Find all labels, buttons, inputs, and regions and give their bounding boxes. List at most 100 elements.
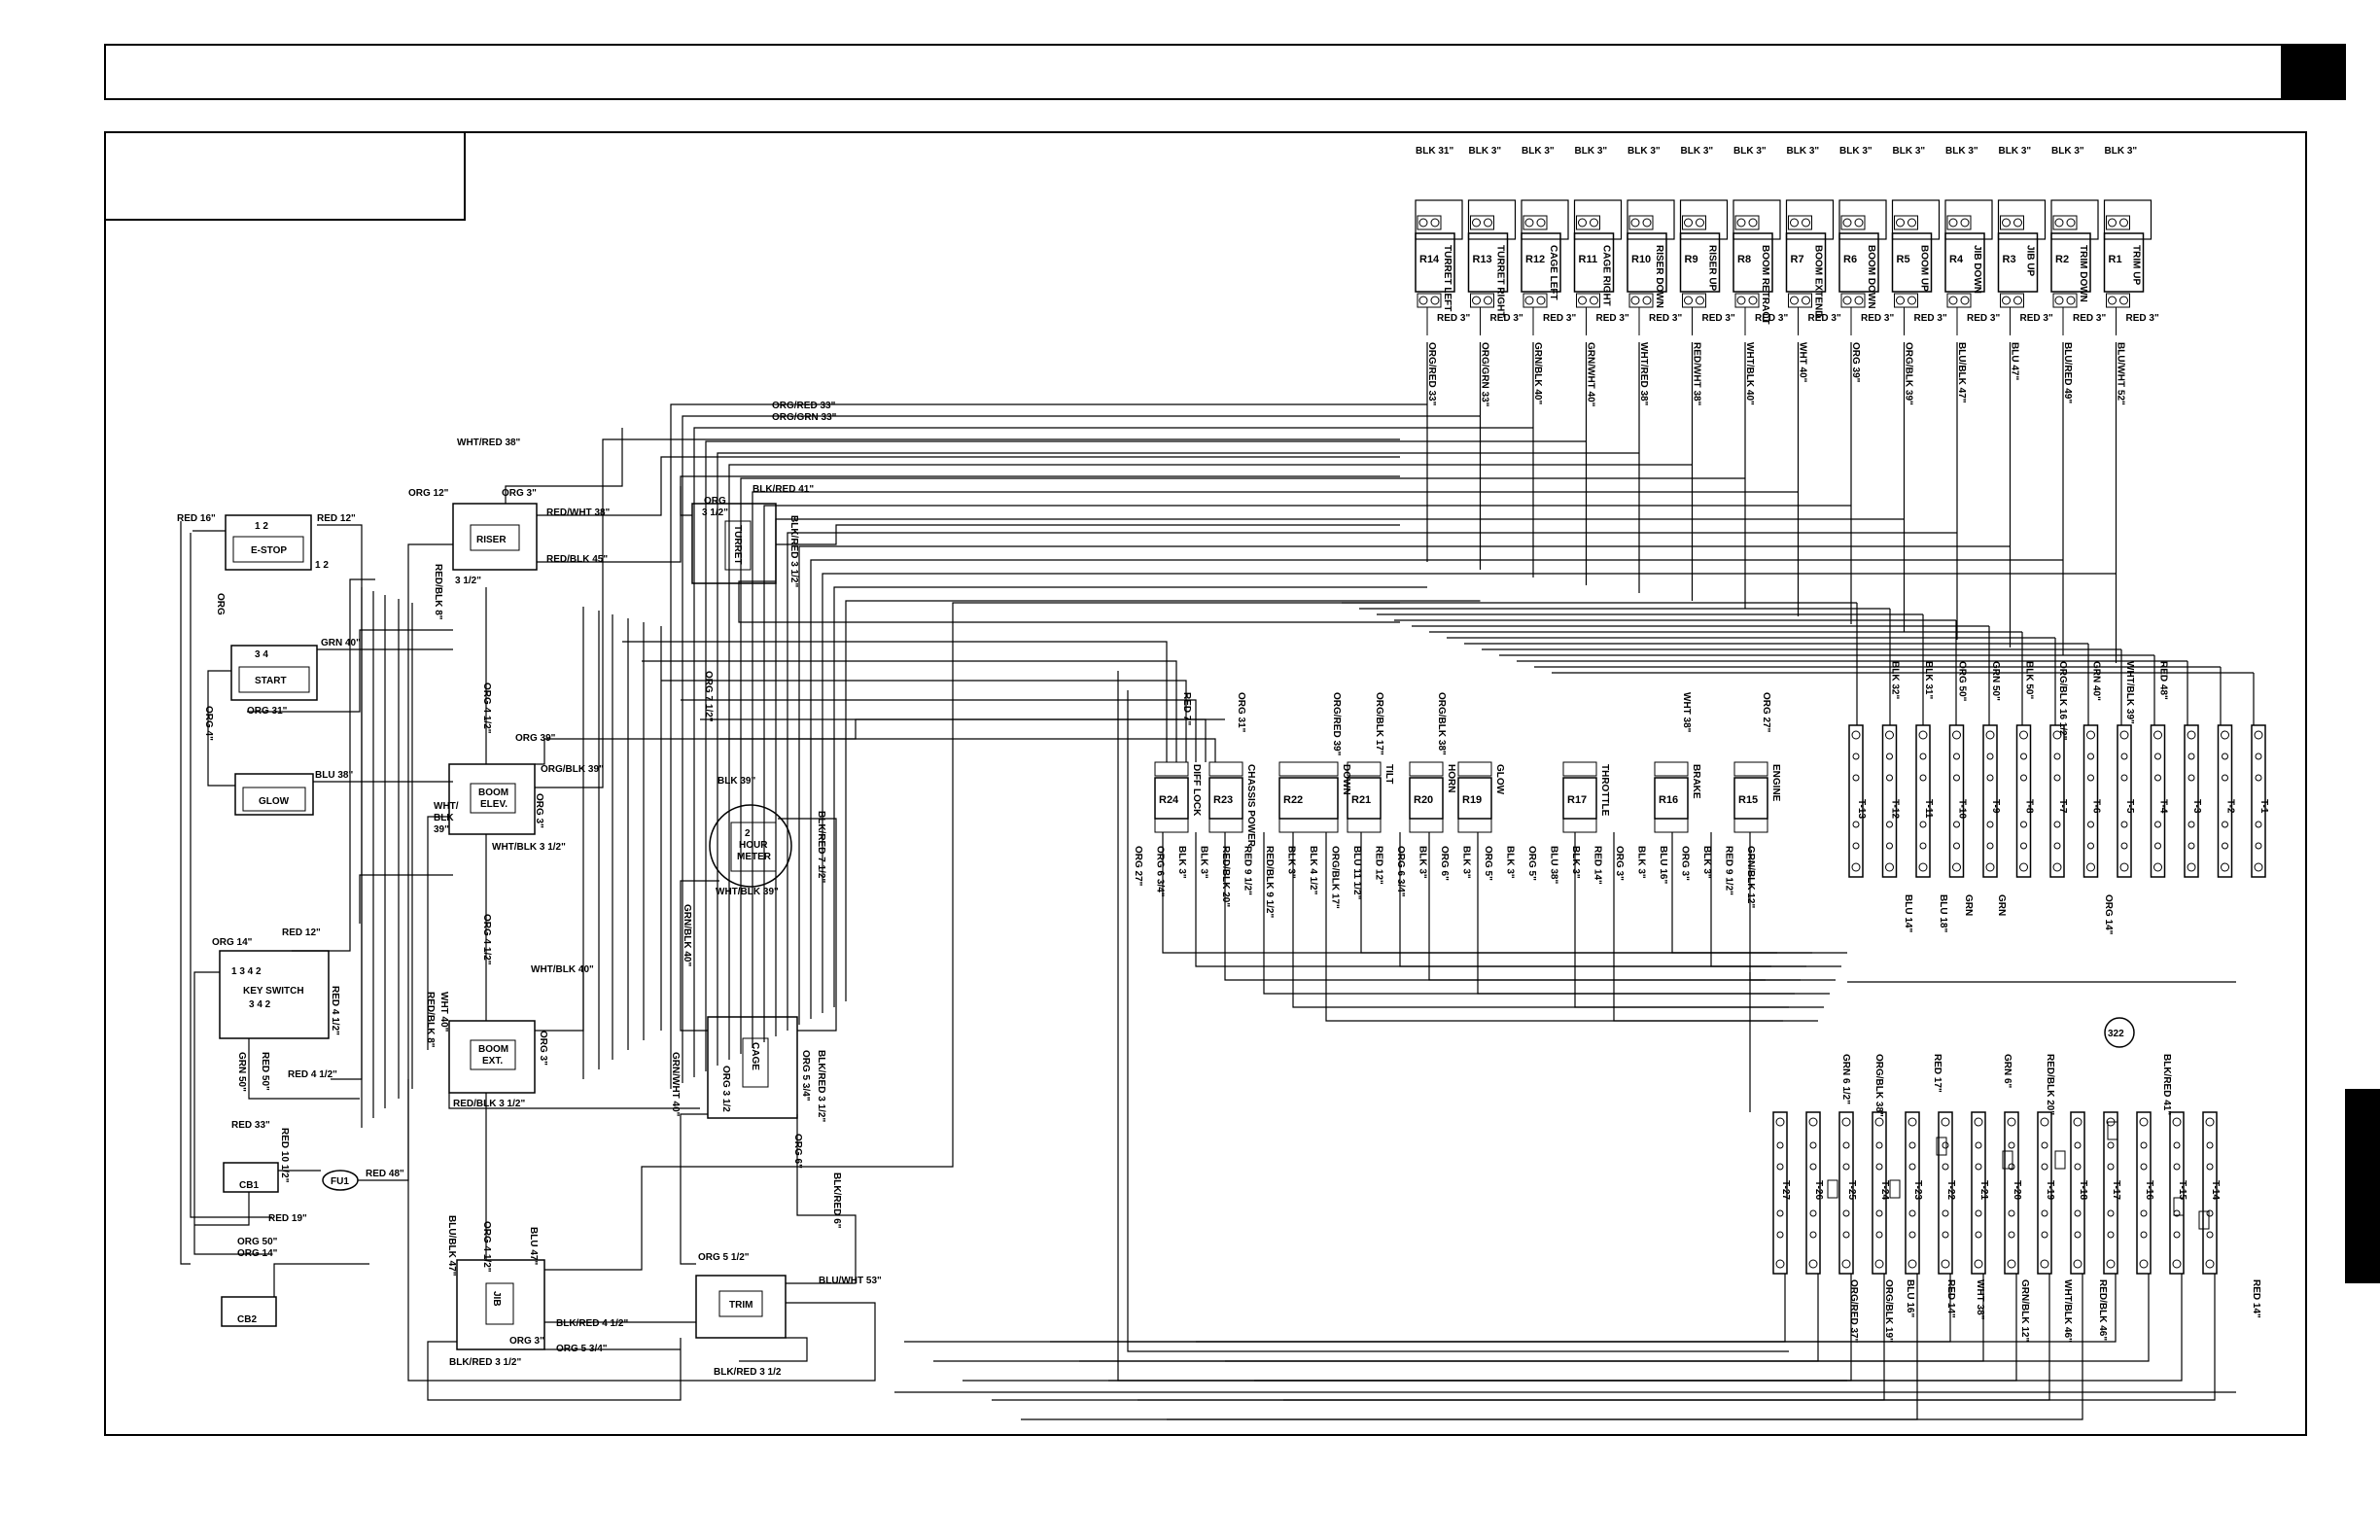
terminal-post bbox=[1838, 1111, 1854, 1275]
boom-elev-label-1: BOOM bbox=[478, 788, 508, 798]
terminal-block bbox=[1840, 215, 1866, 230]
relay-id: R7 bbox=[1791, 254, 1804, 265]
relay-bottom-wire: ORG 5" bbox=[1526, 846, 1537, 881]
screw-icon bbox=[2041, 1141, 2048, 1149]
relay-bottom-wire: ORG 27" bbox=[1133, 846, 1143, 887]
terminal-block bbox=[1409, 761, 1444, 777]
screw-icon bbox=[2107, 1209, 2115, 1217]
terminal-post bbox=[2184, 724, 2199, 878]
screw-icon bbox=[2140, 1209, 2148, 1217]
terminal-block bbox=[2000, 215, 2024, 230]
screw-icon bbox=[1775, 1259, 1785, 1269]
relay-body bbox=[1785, 232, 1827, 293]
terminal-id: T-1 bbox=[2258, 799, 2269, 814]
screw-icon bbox=[1630, 218, 1640, 228]
screw-icon bbox=[1684, 218, 1693, 228]
screw-icon bbox=[2153, 862, 2162, 872]
screw-icon bbox=[2066, 218, 2076, 228]
cage-valve: CAGE GRN/WHT 40" ORG 3 1/2 BLK/RED 3 1/2… bbox=[670, 904, 842, 1229]
screw-icon bbox=[2254, 730, 2263, 740]
trim-bottom: BLK/RED 3 1/2 bbox=[714, 1367, 782, 1378]
screw-icon bbox=[1842, 1209, 1850, 1217]
screw-icon bbox=[1941, 1259, 1950, 1269]
terminal-id: T-7 bbox=[2057, 799, 2068, 814]
fu1-out-wire: RED 48" bbox=[366, 1169, 404, 1179]
hour-meter-left-vert: ORG 7 1/2" bbox=[703, 671, 714, 722]
screw-icon bbox=[1841, 1117, 1851, 1127]
relay-function: CAGE RIGHT bbox=[1601, 245, 1612, 306]
relay-bottom-wire: BLK 3" bbox=[1461, 846, 1472, 879]
screw-icon bbox=[1974, 1117, 1983, 1127]
turret-label: TURRET bbox=[732, 525, 743, 565]
relay-bottom-wire: RED 14" bbox=[1592, 846, 1603, 885]
start-switch: 3 4 START GRN 40" ORG 31" ORG bbox=[215, 593, 361, 717]
boom-ext-bottom: RED/BLK 3 1/2" bbox=[453, 1099, 525, 1109]
screw-icon bbox=[2053, 752, 2061, 760]
wire bbox=[1574, 832, 1789, 1008]
screw-icon bbox=[2053, 774, 2061, 782]
screw-icon bbox=[1875, 1209, 1883, 1217]
wire bbox=[1477, 832, 1795, 995]
screw-icon bbox=[1578, 296, 1587, 305]
relay-supply-wire: BLK 3" bbox=[1839, 146, 1872, 157]
relay-bottom-wire: RED 9 1/2" bbox=[1724, 846, 1734, 895]
terminal-id: T-5 bbox=[2124, 799, 2135, 814]
screw-icon bbox=[1875, 1141, 1883, 1149]
resistor-symbol bbox=[1936, 1137, 1947, 1156]
cb2-label: CB2 bbox=[237, 1314, 257, 1325]
hour-meter-l1: 2 bbox=[745, 828, 751, 839]
wire bbox=[1167, 1274, 2083, 1420]
relay-id: R19 bbox=[1462, 794, 1482, 806]
screw-icon bbox=[1590, 296, 1598, 305]
screw-icon bbox=[1874, 1117, 1884, 1127]
legend-box bbox=[104, 131, 466, 221]
terminal-wire: GRN 50" bbox=[1990, 661, 2001, 701]
screw-icon bbox=[1942, 1231, 1949, 1239]
screw-icon bbox=[2020, 842, 2027, 850]
screw-icon bbox=[1842, 1231, 1850, 1239]
screw-icon bbox=[1953, 842, 1960, 850]
relay-function: RISER DOWN bbox=[1654, 245, 1664, 308]
relay-feed-wire: BLU/RED 49" bbox=[2062, 342, 2073, 403]
turret-right-vert: BLK/RED 3 1/2" bbox=[788, 515, 799, 587]
relay-body bbox=[1679, 232, 1721, 293]
terminal-block bbox=[1788, 215, 1812, 230]
start-bottom-wire: ORG 31" bbox=[247, 706, 288, 717]
glow-label: GLOW bbox=[259, 796, 290, 807]
screw-icon bbox=[1590, 218, 1598, 228]
estop-side: 1 2 bbox=[315, 560, 329, 571]
wire bbox=[681, 699, 1197, 762]
relay-bottom-wire: ORG 6 3/4" bbox=[1155, 846, 1166, 897]
screw-icon bbox=[1809, 1231, 1817, 1239]
wire bbox=[1283, 1274, 2216, 1401]
relay-common-wire: RED 3" bbox=[2126, 313, 2159, 324]
terminal-block bbox=[1417, 215, 1442, 230]
relay-function: TURRET LEFT bbox=[1442, 245, 1452, 311]
relay-supply-loop bbox=[1732, 199, 1781, 240]
relay-feed-wire: GRN/BLK 40" bbox=[1532, 342, 1543, 404]
terminal-post bbox=[2037, 1111, 2052, 1275]
wire bbox=[680, 880, 719, 1032]
screw-icon bbox=[2221, 730, 2229, 740]
trim-right: BLU/WHT 53" bbox=[819, 1276, 882, 1286]
screw-icon bbox=[2154, 821, 2161, 828]
terminal-bottom-wire: WHT 38" bbox=[1975, 1279, 1985, 1320]
turret-top-left: ORG bbox=[704, 496, 726, 507]
relay-common-wire: RED 3" bbox=[1702, 313, 1735, 324]
screw-icon bbox=[2255, 842, 2262, 850]
wire bbox=[740, 477, 1745, 1054]
terminal-bottom-wire: BLU 18" bbox=[1938, 894, 1948, 932]
key-switch-b1: GRN 50" bbox=[236, 1052, 247, 1092]
screw-icon bbox=[2140, 1141, 2148, 1149]
screw-icon bbox=[2172, 1117, 2182, 1127]
relay-feed-wire: WHT 40" bbox=[1798, 342, 1808, 383]
relay-supply-wire: BLK 3" bbox=[1733, 146, 1767, 157]
cage-right-1: BLK/RED 3 1/2" bbox=[816, 1050, 826, 1122]
wire bbox=[1021, 1274, 1918, 1420]
screw-icon bbox=[2007, 1259, 2016, 1269]
relay-function: HORN bbox=[1446, 764, 1456, 792]
terminal-id: T-2 bbox=[2225, 799, 2236, 814]
relay-function: RISER UP bbox=[1707, 245, 1718, 292]
